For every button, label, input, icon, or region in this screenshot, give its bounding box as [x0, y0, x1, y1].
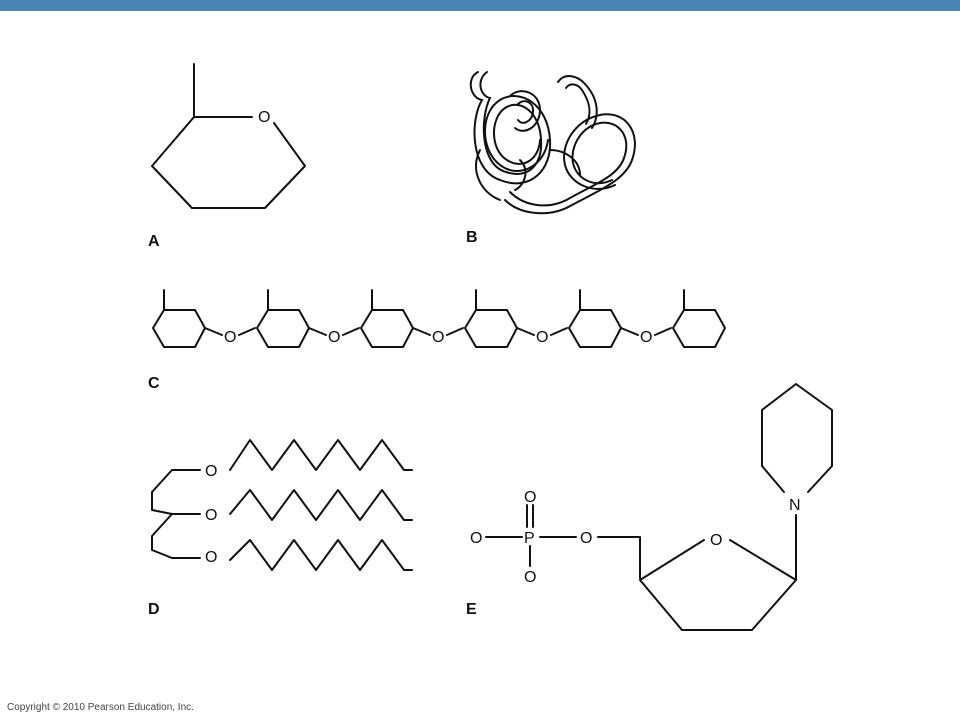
panel-c-polymer-chain: O O O O O C [148, 289, 726, 392]
panel-e-ring-oxygen: O [710, 532, 722, 549]
panel-a-ring-structure: O A [148, 63, 306, 250]
panel-e-oxygen-left: O [470, 530, 482, 547]
panel-e-oxygen-top: O [524, 489, 536, 506]
panel-e-oxygen-bottom: O [524, 569, 536, 586]
panel-e-nitrogen-atom: N [789, 497, 801, 514]
panel-e-oxygen-right: O [580, 530, 592, 547]
panel-d-triglyceride: O O O D [148, 439, 413, 618]
panel-a-label: A [148, 233, 160, 250]
panel-c-oxygen-3: O [432, 329, 444, 346]
panel-b-protein-coil: B [466, 71, 636, 246]
panel-c-oxygen-5: O [640, 329, 652, 346]
top-accent-bar [0, 0, 960, 11]
copyright-notice: Copyright © 2010 Pearson Education, Inc. [7, 702, 194, 713]
panel-d-label: D [148, 601, 160, 618]
panel-e-label: E [466, 601, 477, 618]
panel-d-oxygen-1: O [205, 463, 217, 480]
panel-d-oxygen-2: O [205, 507, 217, 524]
panel-c-label: C [148, 375, 160, 392]
panel-b-label: B [466, 229, 478, 246]
panel-a-oxygen-atom: O [258, 109, 270, 126]
panel-b-coil-strand [469, 71, 636, 215]
panel-c-oxygen-4: O [536, 329, 548, 346]
panel-e-phosphorus-atom: P [524, 530, 535, 547]
panel-e-nucleotide: O O P O O O N E [466, 383, 833, 631]
panel-c-oxygen-1: O [224, 329, 236, 346]
panel-c-oxygen-2: O [328, 329, 340, 346]
panel-d-oxygen-3: O [205, 549, 217, 566]
